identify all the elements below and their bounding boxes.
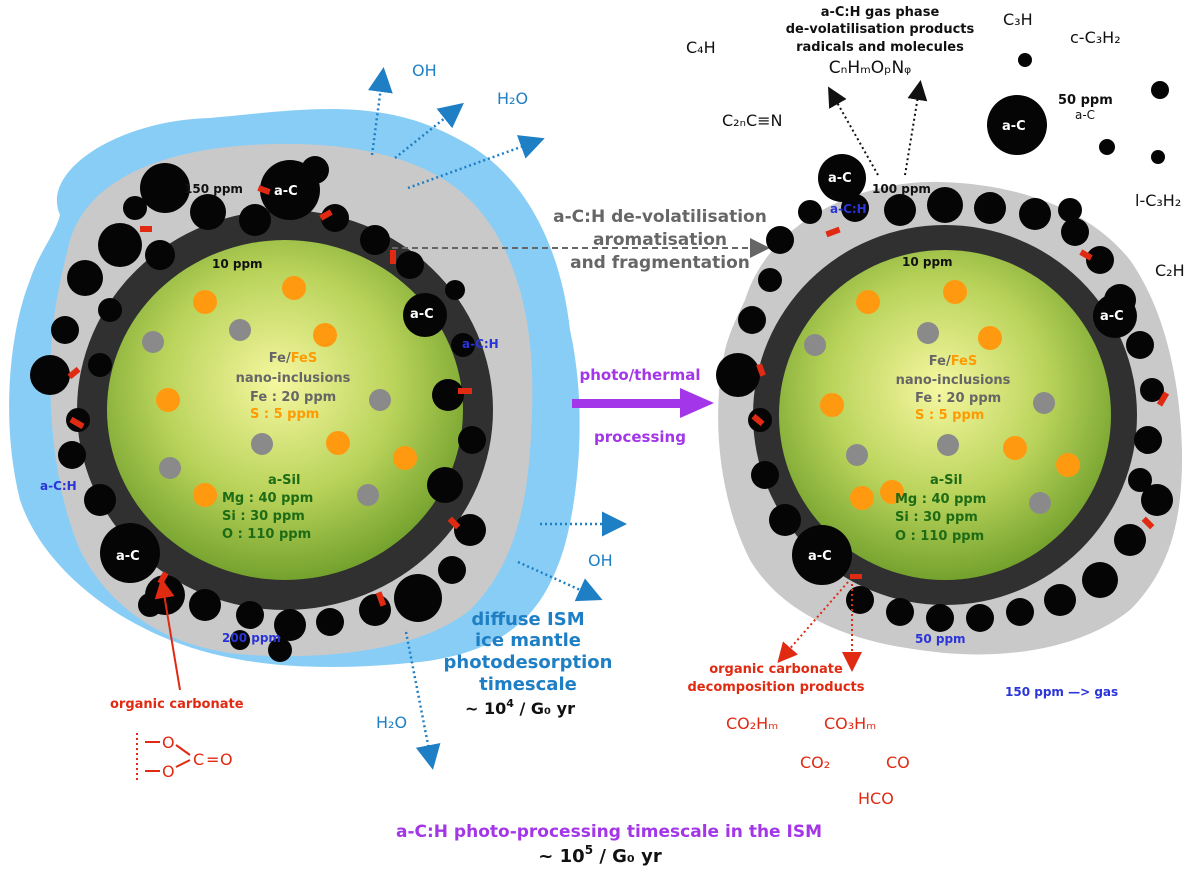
mol-c3h: C₃H bbox=[1003, 10, 1033, 29]
h2o-label-bottom: H₂O bbox=[376, 713, 407, 732]
mol-c4h: C₄H bbox=[686, 38, 716, 57]
ac-big-label: a-C bbox=[1002, 119, 1026, 134]
ppm-10-label-left: 10 ppm bbox=[212, 257, 263, 271]
mol-c2nc: C₂ₙC≡N bbox=[722, 111, 783, 130]
inclusions-title-left: Fe/FeS bbox=[269, 351, 317, 366]
inclusions-line2-left: nano-inclusions bbox=[236, 371, 351, 386]
prod-hco: HCO bbox=[858, 789, 894, 808]
sil-title-left: a-Sil bbox=[268, 473, 300, 488]
svg-text:=: = bbox=[206, 750, 219, 769]
ppm-100-label: 100 ppm bbox=[872, 182, 931, 196]
carbonate-products-line2: decomposition products bbox=[688, 680, 865, 695]
oh-arrow-top bbox=[367, 67, 393, 156]
sil-si-right: Si : 30 ppm bbox=[895, 510, 978, 525]
inclusions-title-right: Fe/FeS bbox=[929, 354, 977, 369]
ach-upper-label: a-C:H bbox=[830, 202, 867, 216]
ppm-to-gas: 150 ppm —> gas bbox=[1005, 685, 1118, 699]
ppm-50-bottom: 50 ppm bbox=[915, 632, 966, 646]
process-arrow bbox=[572, 388, 714, 418]
ach-label-left: a-C:H bbox=[40, 479, 77, 493]
gas-title-2: de-volatilisation products bbox=[786, 22, 975, 37]
carbon-grains-right bbox=[716, 53, 1173, 632]
footer-timescale: ~ 105 / G₀ yr bbox=[538, 843, 662, 867]
gas-formula: CₙHₘOₚNᵩ bbox=[829, 58, 911, 78]
prod-co: CO bbox=[886, 753, 910, 772]
h2o-arrow-top-2 bbox=[407, 135, 545, 190]
ac-bottom-right-label: a-C bbox=[808, 549, 832, 564]
ism-line2: ice mantle bbox=[475, 630, 581, 651]
mol-l-c3h2: l-C₃H₂ bbox=[1135, 191, 1181, 210]
devol-line3: and fragmentation bbox=[570, 253, 750, 273]
inclusions-s-left: S : 5 ppm bbox=[250, 407, 319, 422]
ppm-150-label: 150 ppm bbox=[184, 182, 243, 196]
ism-line1: diffuse ISM bbox=[471, 609, 584, 630]
sil-o-left: O : 110 ppm bbox=[222, 527, 311, 542]
svg-text:O: O bbox=[220, 750, 233, 769]
organic-carbonate-label: organic carbonate bbox=[110, 697, 244, 712]
gas-arrow-1 bbox=[828, 86, 879, 176]
prod-co2: CO₂ bbox=[800, 753, 830, 772]
inclusions-s-right: S : 5 ppm bbox=[915, 408, 984, 423]
ism-line4: timescale bbox=[479, 674, 577, 695]
fes-inclusions-right bbox=[820, 280, 1080, 510]
ac-label-right-left: a-C bbox=[410, 307, 434, 322]
inclusions-fe-right: Fe : 20 ppm bbox=[915, 391, 1001, 406]
carbonate-formula: O O C = O bbox=[136, 733, 233, 781]
ppm-200-label: 200 ppm bbox=[222, 631, 281, 645]
iron-inclusions bbox=[142, 319, 391, 506]
svg-text:O: O bbox=[162, 733, 175, 752]
right-grain bbox=[716, 53, 1183, 672]
gas-arrow-2 bbox=[904, 80, 928, 176]
h2o-arrow-top bbox=[394, 102, 464, 159]
ac-label-bottom-left: a-C bbox=[116, 549, 140, 564]
oh-label-bottom: OH bbox=[588, 551, 613, 570]
carbonate-products-line1: organic carbonate bbox=[709, 662, 843, 677]
ac-right-label: a-C bbox=[1100, 309, 1124, 324]
inclusions-fe-left: Fe : 20 ppm bbox=[250, 390, 336, 405]
ach-label-right: a-C:H bbox=[462, 337, 499, 351]
gas-title-1: a-C:H gas phase bbox=[821, 5, 940, 20]
devol-line2: aromatisation bbox=[593, 230, 727, 250]
svg-text:C: C bbox=[193, 750, 204, 769]
ac-label-top-left: a-C bbox=[274, 184, 298, 199]
carbonate-fragments-right bbox=[751, 226, 1170, 579]
mol-c-c3h2: c-C₃H₂ bbox=[1070, 28, 1121, 47]
carbonate-pointer bbox=[154, 578, 181, 691]
ppm-50-top: 50 ppm bbox=[1058, 93, 1113, 108]
h2o-label-top: H₂O bbox=[497, 89, 528, 108]
prod-co2hm: CO₂Hₘ bbox=[726, 714, 778, 733]
prod-co3hm: CO₃Hₘ bbox=[824, 714, 876, 733]
sil-title-right: a-Sil bbox=[930, 473, 962, 488]
iron-inclusions-right bbox=[804, 322, 1055, 514]
fes-inclusions bbox=[156, 276, 417, 507]
ppm-10-label-right: 10 ppm bbox=[902, 255, 953, 269]
oh-label-top: OH bbox=[412, 61, 437, 80]
gas-title-3: radicals and molecules bbox=[796, 40, 964, 55]
ac-small-label: a-C bbox=[1075, 108, 1095, 122]
mol-c2h: C₂H bbox=[1155, 261, 1185, 280]
inclusions-line2-right: nano-inclusions bbox=[896, 373, 1011, 388]
process-line1: photo/thermal bbox=[580, 366, 701, 384]
process-line2: processing bbox=[594, 428, 686, 446]
carbonate-arrow-1 bbox=[777, 581, 849, 664]
sil-o-right: O : 110 ppm bbox=[895, 529, 984, 544]
svg-text:O: O bbox=[162, 762, 175, 781]
sil-mg-left: Mg : 40 ppm bbox=[222, 491, 313, 506]
footer-title: a-C:H photo-processing timescale in the … bbox=[396, 822, 822, 842]
ac-upper-label: a-C bbox=[828, 171, 852, 186]
devol-line1: a-C:H de-volatilisation bbox=[553, 207, 767, 227]
sil-mg-right: Mg : 40 ppm bbox=[895, 492, 986, 507]
ism-timescale: ~ 104 / G₀ yr bbox=[465, 697, 575, 718]
ism-line3: photodesorption bbox=[444, 652, 613, 673]
sil-si-left: Si : 30 ppm bbox=[222, 509, 305, 524]
